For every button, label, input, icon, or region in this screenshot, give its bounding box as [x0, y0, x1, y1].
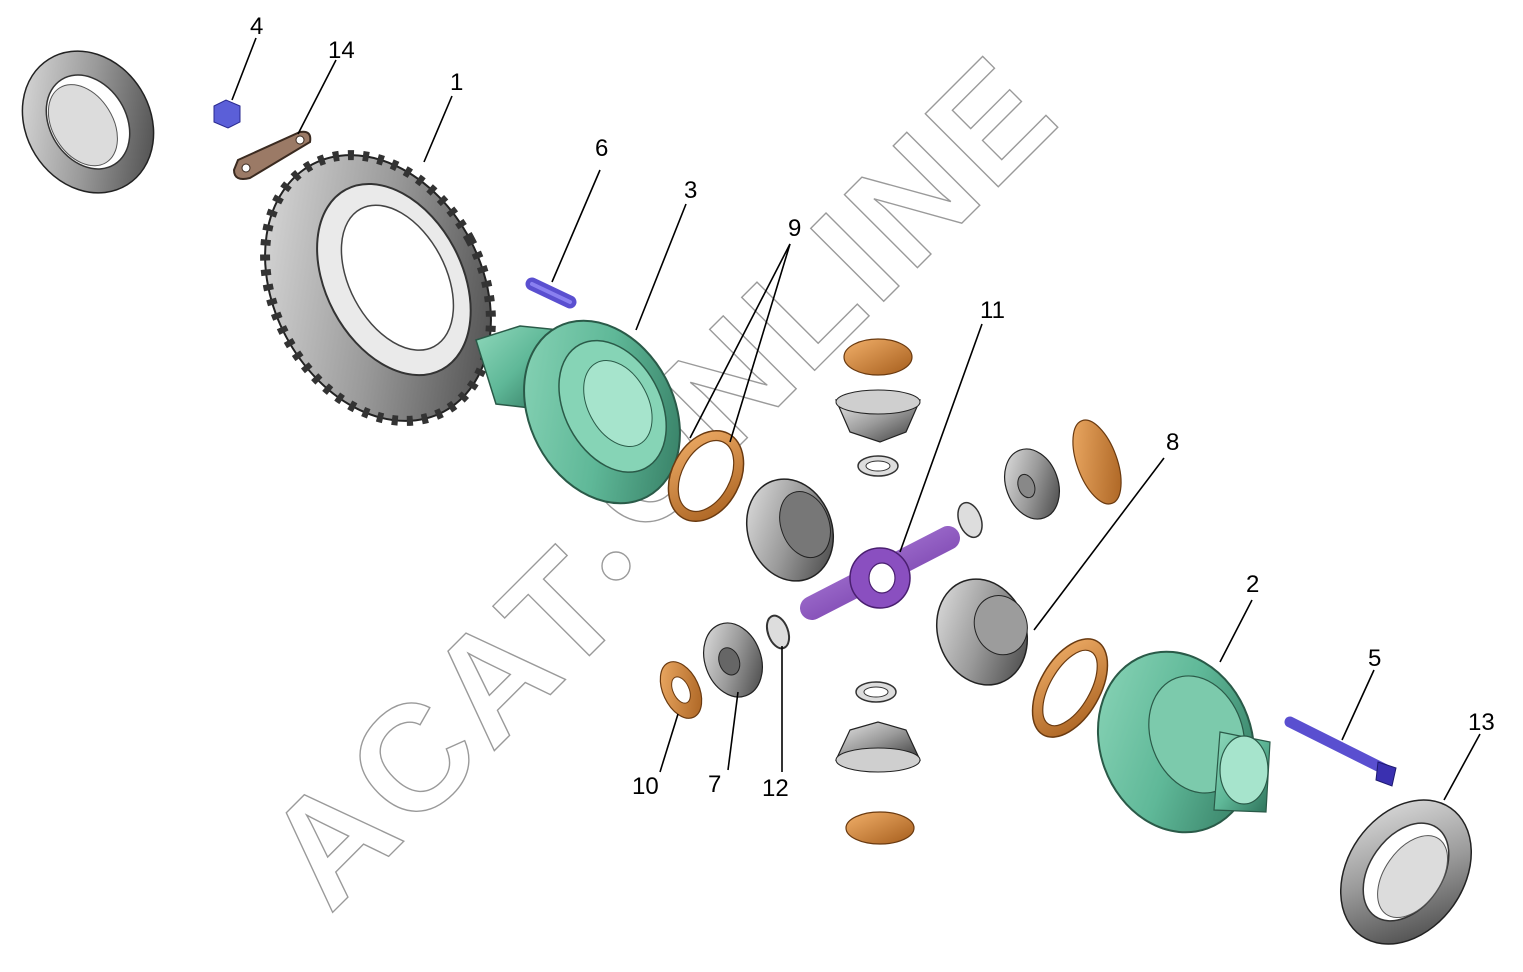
leader-11 — [899, 323, 983, 553]
callout-2: 2 — [1246, 571, 1259, 598]
leader-14 — [297, 59, 337, 135]
pin-part-6 — [525, 277, 577, 309]
washer-right — [1072, 419, 1122, 505]
watermark-dot — [601, 551, 631, 581]
callouts: 1 2 3 4 5 6 7 8 9 10 11 12 13 14 — [250, 13, 1495, 802]
callout-10: 10 — [632, 773, 659, 800]
washer-bottom — [845, 811, 915, 845]
pinion-gear-part-7 — [703, 622, 763, 698]
pinion-gear-right — [1004, 448, 1060, 520]
leader-lines — [231, 37, 1481, 801]
side-gear-left — [745, 478, 835, 582]
nut-part-4 — [213, 99, 241, 129]
thrust-washer-part-9 — [667, 429, 745, 523]
washer-part-10 — [659, 661, 703, 719]
callout-13: 13 — [1468, 709, 1495, 736]
ring-gear-part-1 — [260, 150, 496, 426]
leader-3 — [635, 203, 687, 331]
side-gear-part-8 — [935, 578, 1029, 686]
callout-7: 7 — [708, 771, 721, 798]
callout-4: 4 — [250, 13, 263, 40]
diff-case-part-3 — [475, 319, 681, 505]
leader-8 — [1033, 457, 1165, 631]
leader-7 — [727, 691, 739, 771]
callout-1: 1 — [450, 69, 463, 96]
leader-1 — [423, 95, 453, 163]
callout-6: 6 — [595, 135, 608, 162]
bearing-left — [21, 50, 155, 194]
leader-4 — [231, 37, 257, 101]
callout-9: 9 — [788, 215, 801, 242]
leader-9b — [729, 243, 791, 443]
callout-8: 8 — [1166, 429, 1179, 456]
callout-14: 14 — [328, 37, 355, 64]
diff-case-part-2 — [1096, 650, 1271, 834]
callout-11: 11 — [980, 297, 1005, 324]
leader-10 — [659, 713, 679, 773]
small-washer-bottom — [855, 681, 897, 703]
small-washer-part-12 — [765, 614, 791, 650]
thrust-washer-right — [1031, 638, 1109, 738]
leader-5 — [1341, 669, 1375, 741]
small-washer-top — [857, 455, 899, 477]
spider-part-11 — [800, 489, 960, 663]
callout-3: 3 — [684, 177, 697, 204]
bearing-part-13 — [1339, 799, 1473, 945]
callout-5: 5 — [1368, 645, 1381, 672]
small-washer-right — [957, 501, 983, 539]
leader-6 — [551, 169, 601, 283]
pinion-gear-bottom — [835, 721, 921, 773]
leader-2 — [1219, 599, 1253, 663]
pinion-gear-top — [835, 389, 921, 443]
callout-12: 12 — [762, 775, 789, 802]
bolt-part-5 — [1284, 716, 1397, 787]
leader-13 — [1443, 733, 1481, 801]
lock-plate-part-14 — [232, 130, 312, 180]
washer-top — [843, 338, 913, 376]
leader-9a — [689, 243, 791, 439]
watermark-left: ACAT — [234, 515, 656, 937]
